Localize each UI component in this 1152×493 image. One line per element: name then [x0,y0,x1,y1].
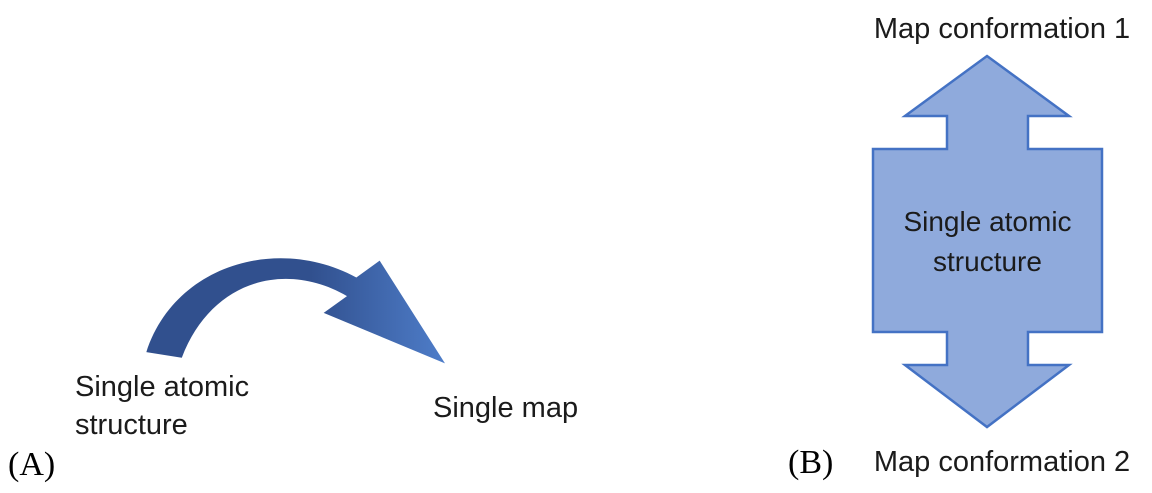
single-map-label: Single map [433,392,579,424]
source-structure-label: Single atomic structure [75,368,249,444]
panel-b-letter: (B) [788,444,834,481]
center-structure-label-line1: Single atomic [903,206,1072,237]
map-conformation-2-label: Map conformation 2 [873,446,1131,478]
source-structure-label-line2: structure [75,409,188,441]
curved-arrow-shape [146,258,446,364]
panel-a: Single atomic structure Single map (A) [8,258,579,483]
panel-b: Map conformation 1 Single atomic structu… [700,0,1152,493]
double-arrow-shape [871,54,1104,429]
curved-arrow [146,258,446,364]
center-structure-label-line2: structure [933,246,1042,277]
double-arrow-polygon [871,54,1104,429]
map-conformation-1-label: Map conformation 1 [873,13,1131,45]
center-structure-label: Single atomic structure [872,202,1103,282]
source-structure-label-line1: Single atomic [75,371,250,403]
panel-a-letter: (A) [8,446,56,483]
